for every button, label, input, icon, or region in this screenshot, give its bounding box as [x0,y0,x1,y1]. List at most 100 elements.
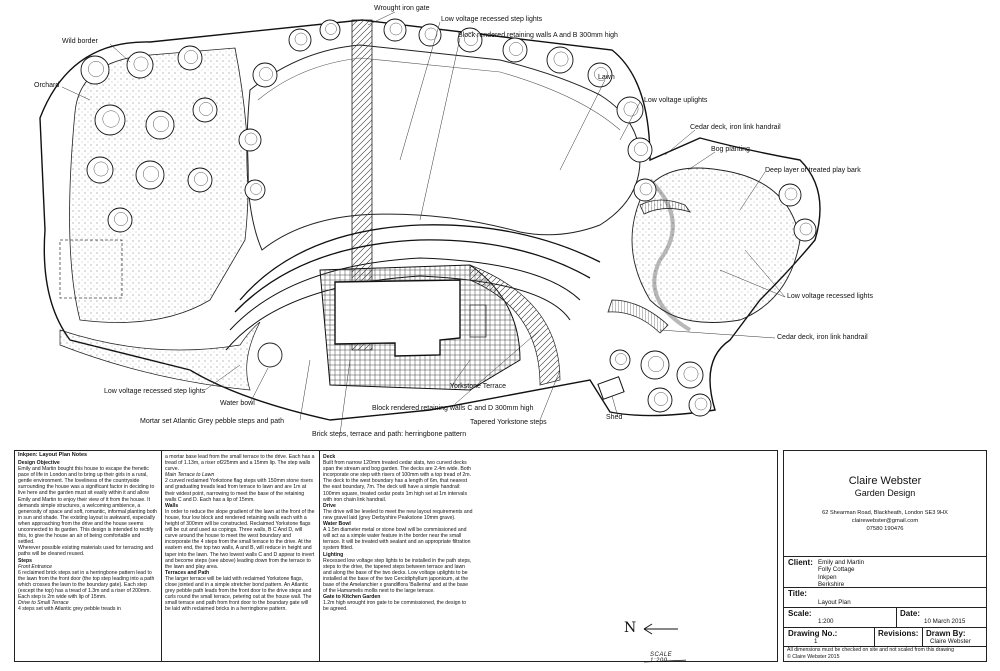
tree-canopy-inner [143,166,159,182]
title-label: Title: [788,589,807,598]
tree-canopy [135,160,165,190]
leader-lines [61,11,786,435]
retaining-wall-c [229,257,581,331]
client-line: Inkpen [818,573,837,581]
label-step-lights-bottom: Low voltage recessed step lights [104,388,206,395]
label-orchard: Orchard [34,82,60,89]
notes-heading: Steps [18,557,32,564]
tree-canopy-inner [799,222,813,236]
notes-paragraph: The larger terrace will be laid with rec… [165,575,312,613]
water-bowl [257,342,283,368]
notes-heading: Drive [323,502,336,509]
notes-paragraph: Front Entrance [18,563,53,570]
tree-canopy [238,128,262,152]
cedar-deck-bottom [607,299,669,334]
drawing-no-label: Drawing No.: [788,629,838,638]
label-mortar-set: Mortar set Atlantic Grey pebble steps an… [140,418,284,425]
label-yorkstone-terrace: Yorkstone Terrace [450,383,507,390]
tree-canopy [633,178,657,202]
notes-heading: Deck [323,454,336,460]
notes-paragraph: 6 reclaimed brick steps set in a herring… [18,569,155,601]
trees-group [80,18,817,417]
notes-heading: Lighting [323,551,344,558]
pebble-path [59,321,261,391]
tree-canopy [244,179,266,201]
tree-canopy [145,110,175,140]
notes-paragraph: In order to reduce the slope gradient of… [165,508,315,570]
tree-canopy-inner [389,22,403,36]
notes-heading: Water Bowl [323,521,351,528]
tree-canopy-inner [623,101,639,117]
tree-canopy-inner [553,51,569,67]
tree-canopy [126,51,154,79]
tree-canopy [107,207,133,233]
tree-canopy [676,361,704,389]
tree-canopy [616,96,644,124]
label-shed: Shed [606,414,623,421]
notes-heading: Gate to Kitchen Garden [323,594,381,601]
tree-canopy [609,349,631,371]
tree-canopy-inner [102,110,120,128]
label-tapered-steps: Tapered Yorkstone steps [470,419,547,426]
label-step-lights-top: Low voltage recessed step lights [441,16,543,23]
label-cedar-deck-top: Cedar deck, iron link handrail [690,124,781,131]
footer-copyright: © Claire Webster 2015 [787,654,840,660]
tree-canopy-inner [194,172,208,186]
tree-canopy [192,97,218,123]
label-wild-border: Wild border [62,38,98,45]
tree-canopy-inner [615,353,627,365]
label-water-bowl: Water bowl [220,400,255,407]
tree-canopy-inner [184,50,198,64]
tree-canopy-inner [199,102,213,116]
notes-paragraph: 2 curved reclaimed Yorkstone flag steps … [165,478,314,503]
tree-canopy [793,218,817,242]
scale-note: SCALE 1:200 [650,652,673,664]
garden-layout-plan [39,11,821,435]
label-cedar-deck-bottom: Cedar deck, iron link handrail [777,334,868,341]
house-footprint [334,279,461,357]
tree-canopy [418,23,442,47]
label-play-bark: Deep layer of treated play bark [765,167,861,174]
notes-heading: Design Objective [18,460,60,466]
client-label: Client: [788,558,813,567]
tree-canopy [627,137,653,163]
notes-heading: Walls [165,502,179,509]
tree-canopy [546,46,574,74]
tree-canopy [187,167,213,193]
notes-paragraph: Drive to Small Terrace [18,600,69,607]
retaining-wall-b [234,239,591,313]
tree-canopy-inner [424,27,438,41]
label-bog-planting: Bog planting [711,146,750,153]
title-block: Claire Webster Garden Design 62 Shearman… [783,450,987,662]
date-label: Date: [900,609,921,618]
tree-canopy-inner [244,132,258,146]
notes-paragraph: A 1.5m diameter metal or stone bowl will… [323,527,471,552]
notes-paragraph: Emily and Martin bought this house to es… [18,466,157,546]
retaining-wall-a [239,224,601,301]
firm-address: 62 Shearman Road, Blackheath, London SE3… [822,510,948,516]
tree-canopy [319,19,341,41]
tree-canopy [647,387,673,413]
tree-canopy-inner [509,42,523,56]
firm-phone: 07580 190476 [866,526,904,532]
drawing-no-value: 1 [814,638,818,645]
label-brick-steps: Brick steps, terrace and path: herringbo… [312,431,467,438]
label-uplights: Low voltage uplights [644,97,708,104]
scale-value: 1:200 [818,618,834,625]
north-arrow: N SCALE 1:200 [616,616,689,666]
tree-canopy-inner [153,116,169,132]
tree-canopy [640,350,670,380]
notes-heading: Terraces and Path [165,569,210,576]
tree-canopy-inner [464,32,478,46]
tree-canopy-inner [654,392,668,406]
terrace-table [469,304,487,338]
client-line: Folly Cottage [818,566,855,574]
tapered-steps [469,264,561,386]
tree-canopy [94,104,126,136]
tree-canopy [688,393,712,417]
cedar-deck-top [639,199,692,215]
notes-paragraph: a mortar base lead from the small terrac… [165,454,315,473]
firm-subtitle: Garden Design [854,488,916,498]
